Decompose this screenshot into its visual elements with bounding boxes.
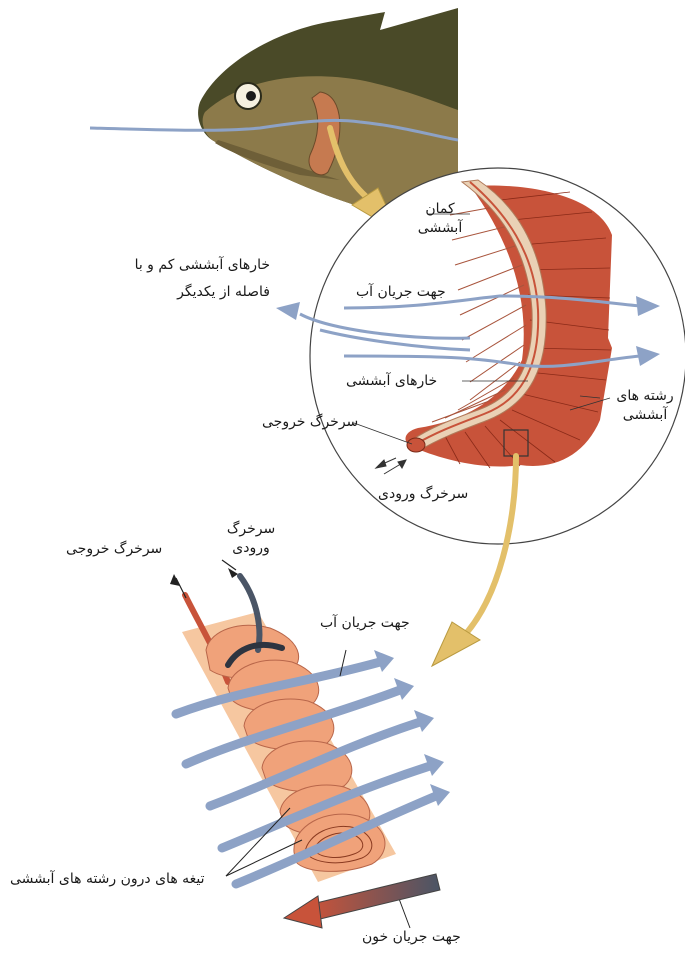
label-lamellae: تیغه های درون رشته های آبششی	[10, 870, 205, 889]
label-gill-rakers: خارهای آبششی	[346, 372, 437, 391]
blood-flow-arrow	[284, 874, 440, 928]
label-water-flow-bottom: جهت جریان آب	[320, 614, 410, 633]
label-water-flow-top: جهت جریان آب	[356, 283, 446, 302]
label-sparse-gill-rakers: خارهای آبششی کم و با فاصله از یکدیگر	[100, 252, 270, 305]
label-afferent-artery-top: سرخرگ ورودی	[378, 485, 468, 504]
label-gill-arch: کمان آبششی	[410, 200, 470, 238]
label-afferent-artery-bottom: سرخرگ ورودی	[220, 520, 282, 558]
label-efferent-artery-bottom: سرخرگ خروجی	[66, 540, 162, 559]
enlarged-filament	[170, 560, 396, 882]
fish-head	[198, 8, 458, 215]
label-efferent-artery-top: سرخرگ خروجی	[262, 413, 358, 432]
label-blood-flow: جهت جریان خون	[362, 928, 461, 947]
label-gill-filaments: رشته های آبششی	[614, 387, 676, 425]
